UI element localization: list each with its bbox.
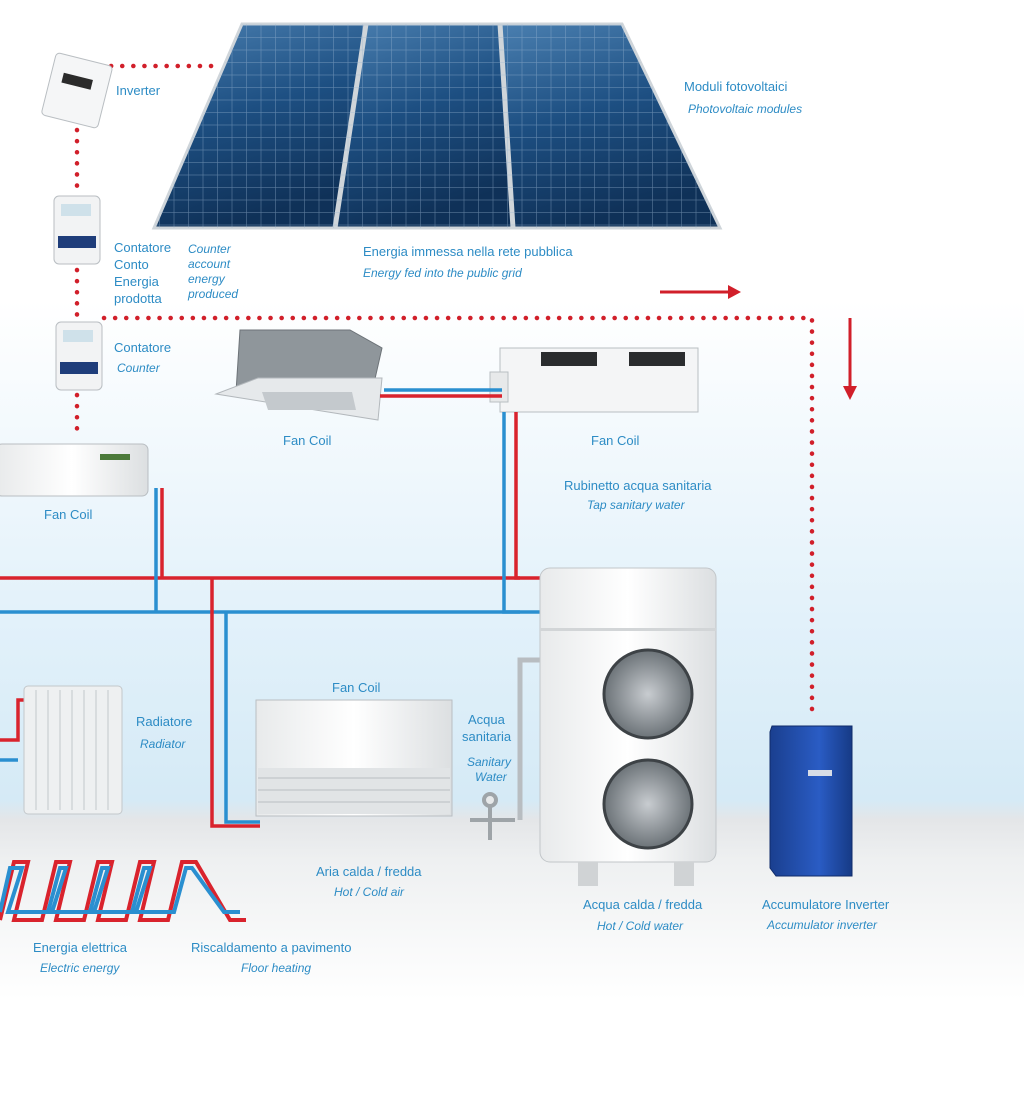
inverter-label: Inverter: [116, 83, 161, 98]
arrow-down-icon: [843, 318, 857, 400]
signal-lines: [74, 63, 815, 719]
fancoil-floor-label: Fan Coil: [332, 680, 381, 695]
grid-label-it: Energia immessa nella rete pubblica: [363, 244, 573, 259]
floor-heating-icon: [0, 860, 246, 922]
radiator-label-it: Radiatore: [136, 714, 193, 729]
fan-coil-icon: [214, 329, 383, 421]
accumulator-icon: [769, 725, 853, 877]
counter-label-en: Counter: [117, 361, 160, 375]
air-label-en: Hot / Cold air: [334, 885, 405, 899]
fan-coil-icon: [489, 347, 699, 413]
fan-coil-icon: [0, 443, 149, 497]
electric-label-it: Energia elettrica: [33, 940, 127, 955]
pv-label-it: Moduli fotovoltaici: [684, 79, 788, 94]
accumulator-label-en: Accumulator inverter: [767, 918, 878, 932]
fancoil-duct-label: Fan Coil: [591, 433, 640, 448]
inverter-icon: [41, 52, 113, 129]
counter-label-it: Contatore: [114, 340, 172, 355]
air-label-it: Aria calda / fredda: [316, 864, 422, 879]
grid-label-en: Energy fed into the public grid: [363, 266, 522, 280]
electric-label-en: Electric energy: [40, 961, 120, 975]
pipes: [0, 388, 540, 828]
radiator-icon: [23, 685, 123, 815]
fancoil-wall-label: Fan Coil: [44, 507, 93, 522]
meter-icon: [55, 321, 103, 391]
meter-icon: [53, 195, 101, 265]
tap-label-en: Tap sanitary water: [587, 498, 685, 512]
radiator-label-en: Radiator: [140, 737, 186, 751]
pv-label-en: Photovoltaic modules: [688, 102, 803, 116]
solar-panel-icon: [151, 22, 723, 230]
floor-heating-label-it: Riscaldamento a pavimento: [191, 940, 352, 955]
water-label-it: Acqua calda / fredda: [583, 897, 703, 912]
valve-icon: [470, 792, 515, 840]
accumulator-label-it: Accumulatore Inverter: [762, 897, 890, 912]
fancoil-cassette-label: Fan Coil: [283, 433, 332, 448]
water-label-en: Hot / Cold water: [597, 919, 684, 933]
heat-pump-icon: [539, 567, 717, 886]
floor-heating-label-en: Floor heating: [241, 961, 312, 975]
arrow-right-icon: [660, 285, 741, 299]
tap-label-it: Rubinetto acqua sanitaria: [564, 478, 712, 493]
fan-coil-icon: [255, 699, 453, 817]
